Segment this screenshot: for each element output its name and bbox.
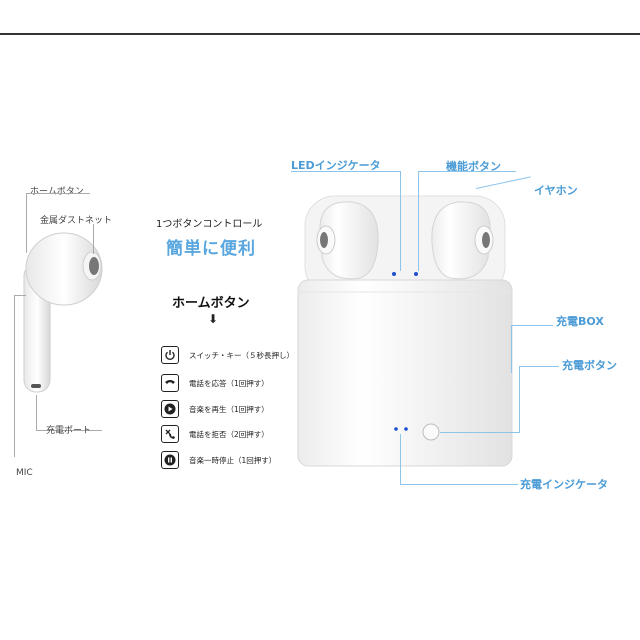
earbud-illustration	[23, 232, 103, 393]
hangup-icon	[161, 425, 179, 443]
label-mic: MIC	[16, 468, 33, 478]
pause-icon	[161, 451, 179, 469]
callout-line	[291, 171, 401, 172]
leader-line	[36, 430, 102, 431]
callout-line	[519, 366, 520, 433]
leader-line	[14, 295, 15, 457]
top-divider	[0, 33, 640, 35]
feature-text: スイッチ・キー（５秒長押し）	[189, 350, 294, 360]
headline: 簡単に便利	[166, 239, 256, 259]
leader-line	[14, 295, 26, 296]
callout-line	[511, 325, 512, 373]
label-charge-port: 充電ポート	[46, 426, 92, 436]
play-icon	[161, 400, 179, 418]
callout-line	[400, 171, 401, 271]
phone-icon	[161, 374, 179, 392]
power-icon	[161, 346, 179, 364]
feature-text: 音楽一時停止（1回押す）	[189, 455, 277, 465]
subtitle: 1つボタンコントロール	[156, 219, 263, 230]
home-button-title: ホームボタン	[172, 296, 250, 311]
callout-line	[519, 366, 559, 367]
feature-row: 電話を応答（1回押す）	[161, 373, 269, 393]
callout-line	[400, 484, 518, 485]
feature-text: 音楽を再生（1回押す）	[189, 404, 269, 414]
callout-line	[418, 171, 516, 172]
callout-line	[440, 432, 520, 433]
label-charge-button: 充電ボタン	[562, 359, 617, 372]
down-arrow-icon: ⬇	[208, 312, 219, 326]
feature-row: 音楽を再生（1回押す）	[161, 399, 269, 419]
leader-line	[36, 395, 37, 430]
label-function-button: 機能ボタン	[446, 160, 501, 173]
label-charge-box: 充電BOX	[556, 315, 604, 328]
feature-text: 電話を拒否（2回押す）	[189, 429, 269, 439]
charging-case-illustration	[297, 195, 513, 467]
label-led-indicator: LEDインジケータ	[291, 159, 381, 172]
feature-text: 電話を応答（1回押す）	[189, 378, 269, 388]
leader-line	[26, 193, 90, 194]
label-home-button: ホームボタン	[30, 187, 84, 197]
callout-line	[400, 434, 401, 484]
label-earphone: イヤホン	[534, 184, 578, 197]
feature-row: 電話を拒否（2回押す）	[161, 424, 269, 444]
leader-line	[93, 224, 94, 254]
feature-row: スイッチ・キー（５秒長押し）	[161, 345, 294, 365]
callout-line	[418, 171, 419, 271]
leader-line	[26, 193, 27, 253]
label-dust-net: 金属ダストネット	[40, 216, 113, 226]
callout-line	[511, 325, 553, 326]
label-charge-indicator: 充電インジケータ	[520, 478, 608, 491]
feature-row: 音楽一時停止（1回押す）	[161, 450, 276, 470]
